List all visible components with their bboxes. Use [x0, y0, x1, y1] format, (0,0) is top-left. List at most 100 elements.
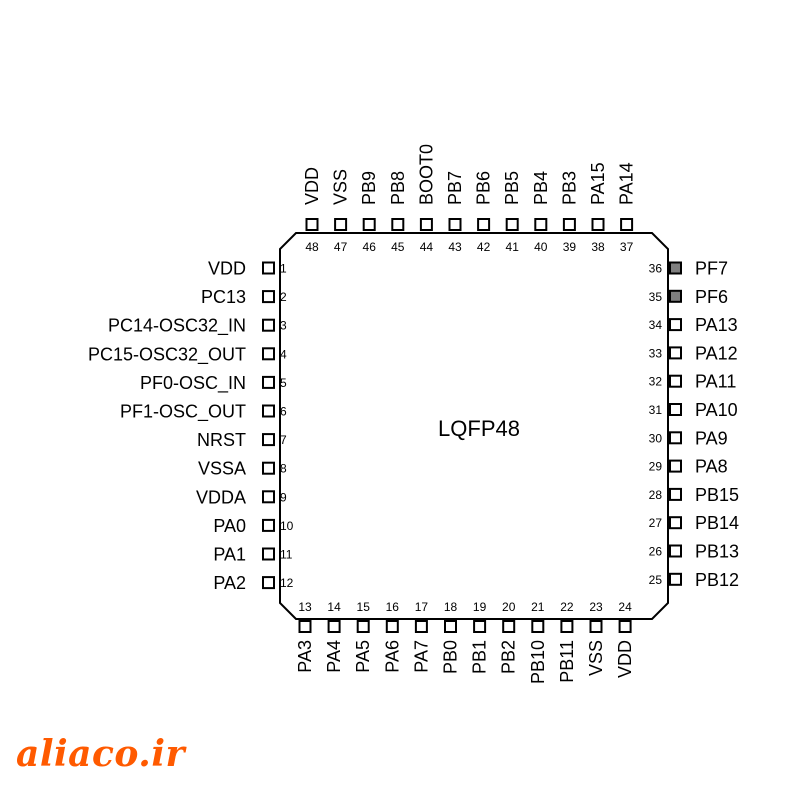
pin-pad-top-48 — [305, 218, 319, 231]
pin-label-35: PF6 — [695, 287, 728, 307]
pin-number-7: 7 — [280, 433, 287, 447]
pin-pad-top-37 — [620, 218, 634, 231]
pin-label-38: PA15 — [588, 162, 608, 205]
pin-label-45: PB8 — [388, 171, 408, 205]
watermark-logo: aliaco.ir — [16, 733, 185, 775]
pin-label-27: PB14 — [695, 513, 739, 533]
pin-number-45: 45 — [391, 240, 405, 254]
pin-number-15: 15 — [357, 600, 371, 614]
pin-pad-top-45 — [391, 218, 405, 231]
pin-label-25: PB12 — [695, 570, 739, 590]
pin-label-14: PA4 — [324, 640, 344, 673]
pin-pad-left-12 — [262, 576, 275, 590]
chip-body-outline — [279, 232, 669, 620]
pin-number-39: 39 — [563, 240, 577, 254]
pin-pad-left-7 — [262, 433, 275, 447]
pin-label-9: VDDA — [196, 487, 246, 507]
pin-label-29: PA8 — [695, 457, 728, 477]
pin-pad-bottom-22 — [560, 620, 574, 633]
pin-number-24: 24 — [618, 600, 632, 614]
pin-label-10: PA0 — [213, 516, 246, 536]
pin-pad-right-33 — [669, 346, 682, 360]
pin-number-41: 41 — [506, 240, 520, 254]
pin-pad-left-1 — [262, 261, 275, 275]
pin-number-8: 8 — [280, 462, 287, 476]
pin-label-23: VSS — [586, 640, 606, 676]
pin-pad-bottom-24 — [618, 620, 632, 633]
pin-pad-bottom-21 — [531, 620, 545, 633]
pin-number-46: 46 — [363, 240, 377, 254]
pin-pad-left-10 — [262, 518, 275, 532]
pin-number-2: 2 — [280, 290, 287, 304]
pin-number-28: 28 — [649, 488, 663, 502]
pin-number-35: 35 — [649, 290, 663, 304]
pin-pad-top-40 — [534, 218, 548, 231]
pin-label-19: PB1 — [470, 640, 490, 674]
pin-label-13: PA3 — [295, 640, 315, 673]
pin-label-34: PA13 — [695, 315, 738, 335]
pin-number-9: 9 — [280, 490, 287, 504]
pin-label-6: PF1-OSC_OUT — [120, 402, 246, 423]
pin-pad-right-28 — [669, 487, 682, 501]
pin-pad-right-32 — [669, 374, 682, 388]
pin-number-20: 20 — [502, 600, 516, 614]
pin-number-37: 37 — [620, 240, 634, 254]
pin-label-32: PA11 — [695, 372, 736, 392]
pin-pad-right-35 — [669, 289, 682, 303]
pin-label-33: PA12 — [695, 343, 738, 363]
pin-pad-left-3 — [262, 318, 275, 332]
pin-number-48: 48 — [305, 240, 319, 254]
pin-number-44: 44 — [420, 240, 434, 254]
pin-label-39: PB3 — [559, 171, 579, 205]
pin-pad-top-38 — [591, 218, 605, 231]
pin-label-8: VSSA — [198, 459, 246, 479]
pin-pad-top-46 — [362, 218, 376, 231]
pin-pad-left-4 — [262, 347, 275, 361]
pin-label-24: VDD — [615, 640, 635, 678]
pin-pad-top-43 — [448, 218, 462, 231]
pin-label-36: PF7 — [695, 259, 728, 279]
pin-pad-right-31 — [669, 403, 682, 416]
pin-label-43: PB7 — [445, 171, 465, 205]
pin-pad-left-11 — [262, 547, 275, 561]
pin-label-16: PA6 — [382, 640, 402, 673]
pin-number-47: 47 — [334, 240, 348, 254]
pin-number-42: 42 — [477, 240, 491, 254]
pin-pad-right-26 — [669, 544, 682, 558]
pin-number-43: 43 — [448, 240, 462, 254]
pin-label-31: PA10 — [695, 400, 738, 420]
pin-label-7: NRST — [197, 430, 246, 450]
pin-pad-bottom-18 — [444, 620, 457, 633]
pin-pad-left-6 — [262, 404, 275, 418]
pin-number-21: 21 — [531, 600, 545, 614]
pin-pad-right-34 — [669, 318, 682, 332]
pin-number-18: 18 — [444, 600, 458, 614]
pin-label-11: PA1 — [213, 545, 246, 565]
pin-number-33: 33 — [649, 346, 663, 360]
pin-label-42: PB6 — [474, 171, 494, 205]
pin-number-19: 19 — [473, 600, 487, 614]
pin-pad-right-30 — [669, 431, 682, 445]
left-pin-group: 1VDD2PC133PC14-OSC32_IN4PC15-OSC32_OUT5P… — [88, 259, 294, 594]
pin-label-22: PB11 — [557, 640, 577, 683]
pin-number-22: 22 — [560, 600, 574, 614]
pin-number-17: 17 — [415, 600, 429, 614]
pin-label-3: PC14-OSC32_IN — [108, 316, 246, 337]
pin-number-34: 34 — [649, 318, 663, 332]
pin-number-26: 26 — [649, 545, 663, 559]
pin-number-31: 31 — [649, 403, 663, 417]
pin-label-2: PC13 — [201, 287, 246, 307]
pin-number-3: 3 — [280, 319, 287, 333]
pin-number-13: 13 — [298, 600, 312, 614]
pin-number-27: 27 — [649, 516, 663, 530]
pin-pad-right-25 — [669, 572, 682, 586]
pin-pad-bottom-23 — [589, 620, 603, 633]
pin-label-37: PA14 — [617, 162, 637, 205]
pin-label-20: PB2 — [499, 640, 519, 674]
pin-number-30: 30 — [649, 431, 663, 445]
pin-label-15: PA5 — [353, 640, 373, 673]
pin-number-36: 36 — [649, 262, 663, 276]
pin-label-26: PB13 — [695, 542, 739, 562]
